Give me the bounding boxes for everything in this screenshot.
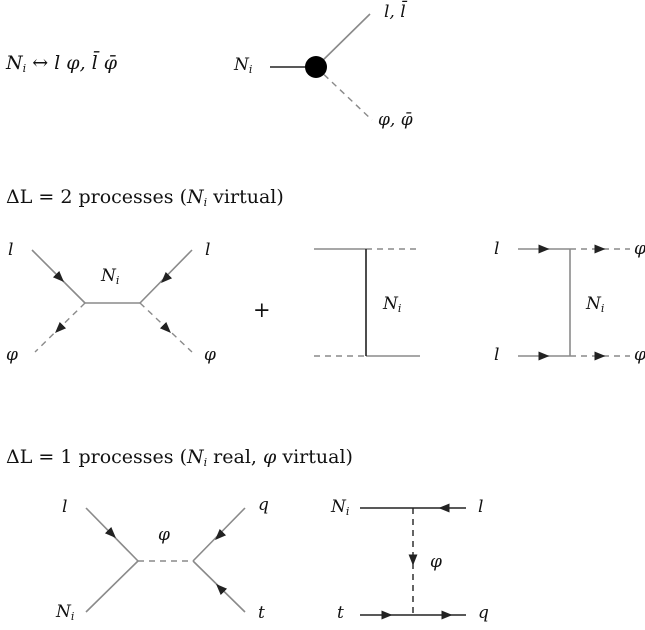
- d1-label-mid: Ni: [101, 266, 119, 287]
- d2-mid-sub: i: [397, 302, 402, 315]
- d3-label-bot-left: l: [494, 345, 500, 365]
- d2-mid-N: N: [383, 294, 398, 314]
- decay-lepton-leg: [315, 13, 371, 68]
- decay-diagram: [270, 13, 373, 121]
- decay-vertex-label: Ni: [234, 55, 252, 76]
- dl1-heading-N: N: [186, 446, 204, 468]
- d5-label-bot-left: t: [337, 603, 344, 623]
- dl1-heading: ΔL = 1 processes (Ni real, φ virtual): [6, 446, 353, 469]
- d1-label-top-left: l: [8, 240, 14, 260]
- dl1-heading-sub: i: [203, 456, 208, 469]
- d4-label-top-right: q: [258, 495, 269, 515]
- d3-mid-N: N: [586, 294, 601, 314]
- d3-label-bot-right: φ: [634, 345, 645, 365]
- d4-top-in: [192, 560, 246, 613]
- decay-upper-leg-label: l, l̄: [384, 2, 406, 22]
- dl2-heading-N: N: [186, 186, 204, 208]
- dl1-schannel-diagram: [85, 507, 246, 613]
- d1-lepton-out: [139, 249, 193, 304]
- d3-label-mid: Ni: [586, 294, 604, 315]
- dl2-uchannel-diagram: [518, 244, 630, 361]
- dl1-tchannel-diagram: [360, 503, 466, 620]
- d1-label-top-right: l: [205, 240, 211, 260]
- decay-lower-leg-label: φ, φ̄: [378, 110, 413, 130]
- relation-sub: i: [22, 62, 27, 75]
- decay-vertex-blob: [305, 56, 327, 78]
- d5-label-top-left: Ni: [331, 497, 349, 518]
- d5-label-mid: φ: [430, 552, 442, 572]
- plus-sign: +: [253, 298, 271, 322]
- dl2-tchannel-diagram: [314, 248, 420, 357]
- dl1-heading-phi: φ: [263, 446, 277, 468]
- dl2-heading-sub: i: [203, 196, 208, 209]
- d1-label-bot-right: φ: [204, 345, 216, 365]
- d4-label-mid: φ: [158, 525, 170, 545]
- d4-quark-out: [192, 507, 246, 562]
- d4-bot-N: N: [56, 602, 71, 622]
- d4-lepton-in: [85, 507, 139, 562]
- d1-label-bot-left: φ: [6, 345, 18, 365]
- d2-label-mid: Ni: [383, 294, 401, 315]
- d1-mid-sub: i: [115, 274, 120, 287]
- vertex-N: N: [234, 55, 249, 75]
- d4-label-bot-right: t: [258, 603, 265, 623]
- dl2-heading-prefix: ΔL = 2 processes (: [6, 186, 187, 208]
- dl2-schannel-diagram: [31, 249, 193, 353]
- d5-label-top-right: l: [478, 497, 484, 517]
- d3-mid-sub: i: [600, 302, 605, 315]
- dl2-heading: ΔL = 2 processes (Ni virtual): [6, 186, 284, 209]
- d1-mid-N: N: [101, 266, 116, 286]
- vertex-sub: i: [248, 63, 253, 76]
- relation-N: N: [6, 52, 23, 74]
- dl1-heading-suffix: virtual): [276, 446, 353, 468]
- dl1-heading-prefix: ΔL = 1 processes (: [6, 446, 187, 468]
- decay-relation: Ni ↔ l φ, l̄ φ̄: [6, 52, 117, 75]
- d5-label-bot-right: q: [478, 603, 489, 623]
- d4-bot-sub: i: [70, 610, 75, 623]
- d4-label-bot-left: Ni: [56, 602, 74, 623]
- dl2-heading-suffix: virtual): [207, 186, 284, 208]
- d5-top-sub: i: [345, 505, 350, 518]
- d5-top-N: N: [331, 497, 346, 517]
- relation-rest: ↔ l φ, l̄ φ̄: [26, 52, 118, 74]
- decay-higgs-leg: [315, 66, 373, 121]
- d4-neutrino-in: [85, 560, 139, 613]
- dl1-heading-mid: real,: [207, 446, 263, 468]
- d3-label-top-right: φ: [634, 239, 645, 259]
- d3-label-top-left: l: [494, 239, 500, 259]
- d4-label-top-left: l: [62, 497, 68, 517]
